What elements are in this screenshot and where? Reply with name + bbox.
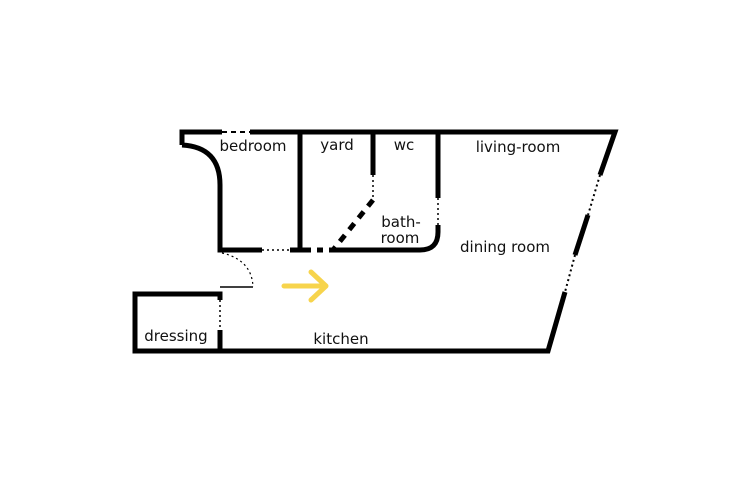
label-living-room: living-room <box>476 138 561 156</box>
bathroom-diagonal-wall <box>331 198 375 252</box>
entrance-arrow-icon <box>281 269 329 303</box>
label-bedroom: bedroom <box>219 137 286 155</box>
room-labels: bedroom yard wc living-room bath- room d… <box>144 136 560 348</box>
walls <box>132 129 619 354</box>
label-kitchen: kitchen <box>313 330 368 348</box>
window-1 <box>587 174 601 216</box>
entrance-door-swing <box>221 252 254 288</box>
label-yard: yard <box>320 136 354 154</box>
label-dining-room: dining room <box>460 238 550 256</box>
window-2 <box>564 254 576 293</box>
label-wc: wc <box>394 136 415 154</box>
label-bathroom-1: bath- <box>381 213 421 231</box>
label-dressing: dressing <box>144 327 207 345</box>
bedroom-curved-wall <box>181 142 262 253</box>
right-wall-mid <box>572 214 591 256</box>
top-wall-left <box>179 129 222 145</box>
right-wall-bottom <box>132 291 568 354</box>
label-bathroom-2: room <box>381 229 420 247</box>
bathroom-wall <box>330 225 441 253</box>
